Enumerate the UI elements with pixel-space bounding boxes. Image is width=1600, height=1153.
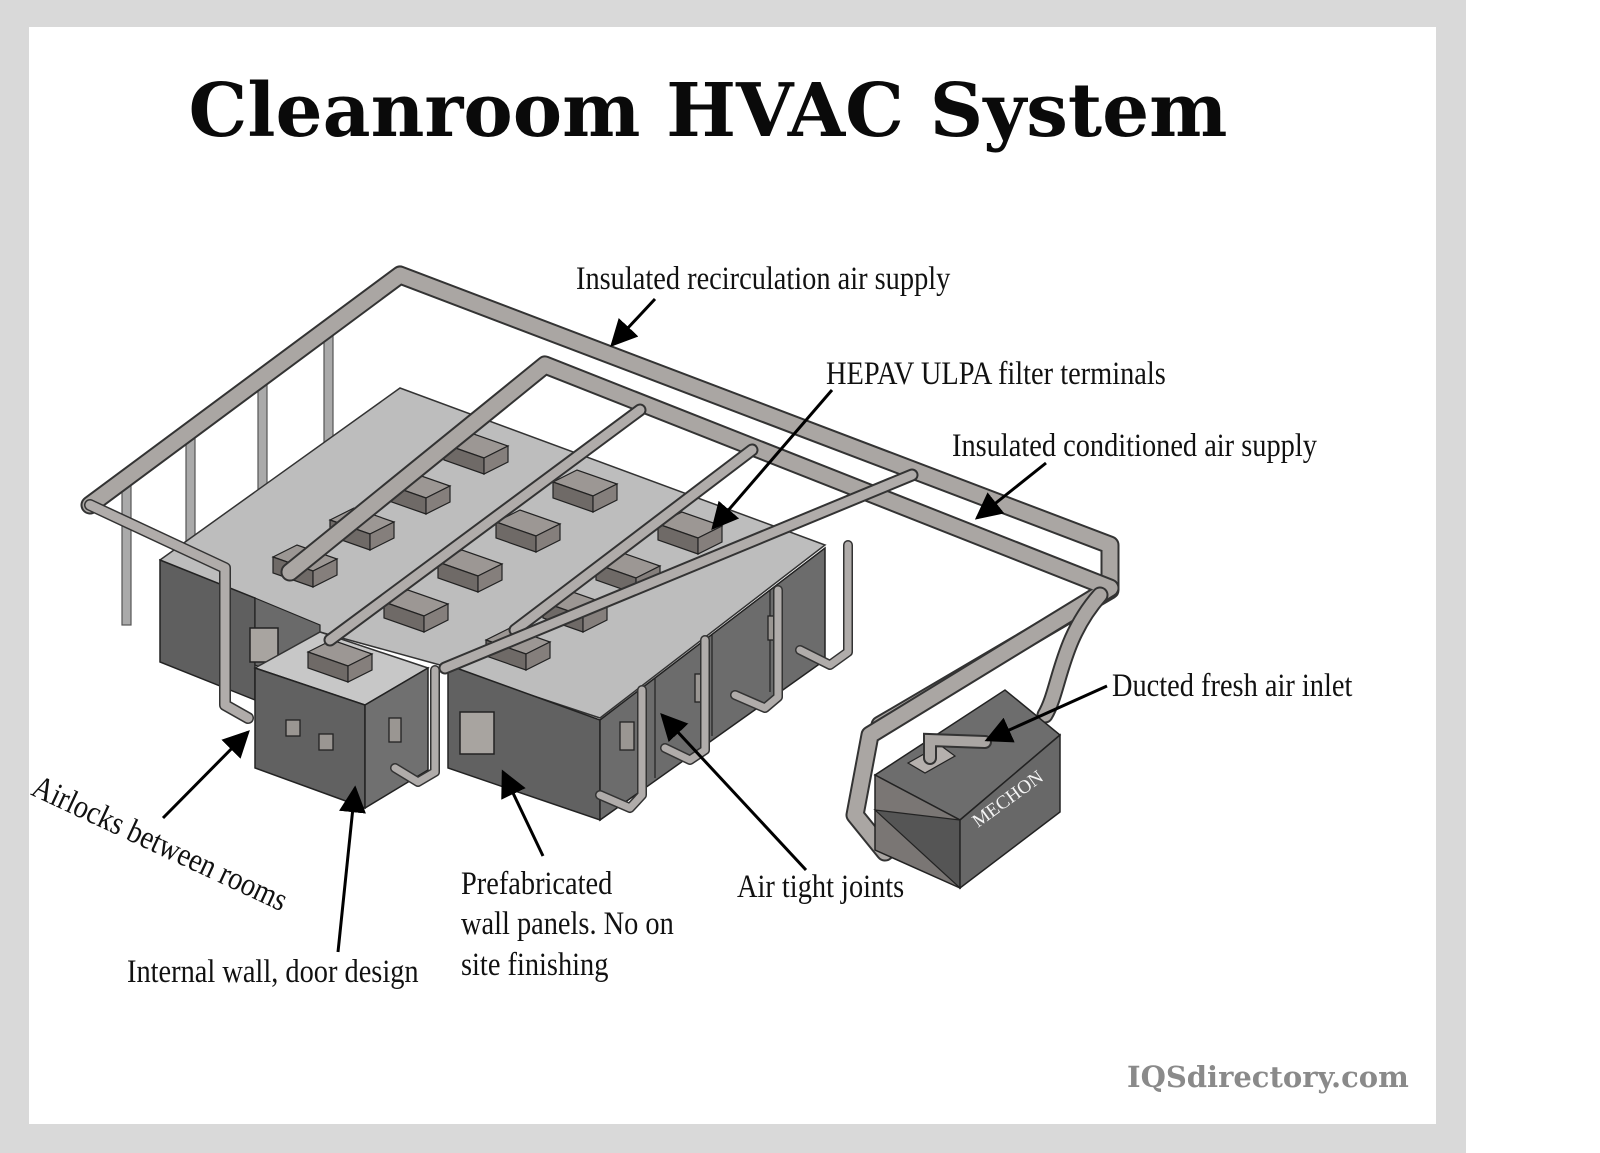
filter-terminal xyxy=(656,511,724,555)
filter-terminal xyxy=(494,509,562,553)
arrow-conditioned xyxy=(974,461,1047,520)
arrow-hepa xyxy=(711,389,834,531)
filter-terminal xyxy=(436,549,504,593)
window xyxy=(249,627,279,663)
label-conditioned: Insulated conditioned air supply xyxy=(952,428,1317,464)
arrow-prefab xyxy=(501,769,545,857)
arrow-fresh-air xyxy=(984,684,1108,743)
ducts xyxy=(80,265,1120,862)
watermark: IQSdirectory.com xyxy=(1127,1060,1409,1094)
filter-terminal xyxy=(382,589,450,633)
filter-terminal xyxy=(551,469,619,513)
label-recirculation: Insulated recirculation air supply xyxy=(576,261,951,297)
arrow-recirculation xyxy=(610,297,657,347)
callout-arrows xyxy=(161,297,1108,953)
label-fresh-air: Ducted fresh air inlet xyxy=(1112,668,1353,704)
label-prefab: Prefabricated wall panels. No on site fi… xyxy=(461,866,674,983)
arrow-internal-wall xyxy=(336,785,366,953)
filter-terminal xyxy=(306,639,374,683)
label-hepa: HEPAV ULPA filter terminals xyxy=(826,356,1166,392)
arrow-joints xyxy=(660,713,808,872)
label-joints: Air tight joints xyxy=(737,869,905,905)
diagram-title: Cleanroom HVAC System xyxy=(188,68,1228,154)
label-internal-wall: Internal wall, door design xyxy=(127,954,419,990)
arrow-airlocks xyxy=(161,730,250,820)
